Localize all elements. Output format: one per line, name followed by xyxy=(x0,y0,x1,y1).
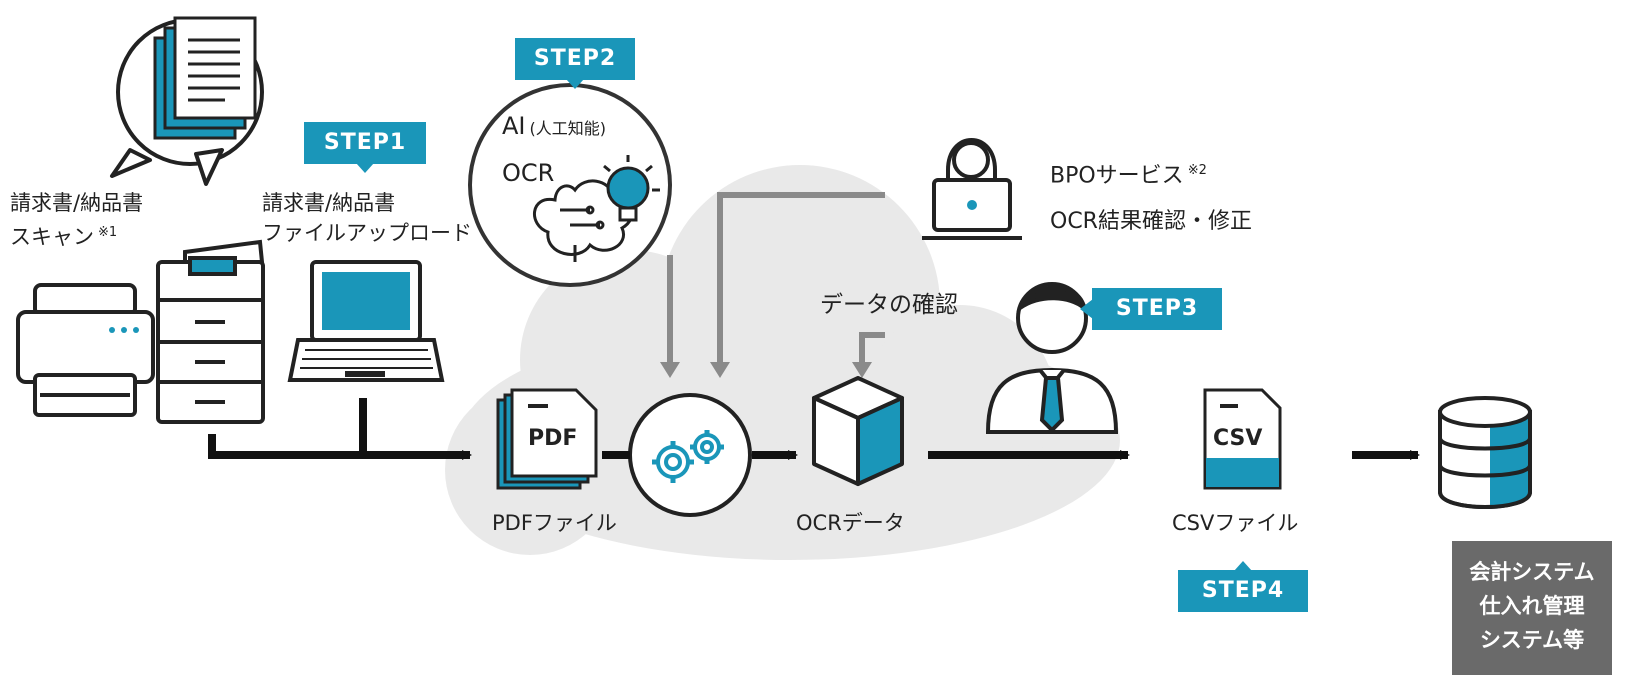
ai-ocr-label: AI(人工知能) OCR xyxy=(502,104,606,195)
printer-icon xyxy=(16,283,155,417)
upload-label-line2: ファイルアップロード xyxy=(262,221,472,245)
step3-badge: STEP3 xyxy=(1080,288,1222,330)
system-line2: 仕入れ管理 xyxy=(1479,594,1585,618)
upload-label: 請求書/納品書 ファイルアップロード xyxy=(262,188,472,248)
upload-label-line1: 請求書/納品書 xyxy=(262,191,396,215)
step2-badge: STEP2 xyxy=(515,38,635,89)
ai-brain-icon xyxy=(468,83,672,287)
ocr-label: OCR xyxy=(502,159,555,187)
document-stack-icon xyxy=(110,16,264,186)
step1-badge: STEP1 xyxy=(304,122,426,173)
csv-file-icon xyxy=(1203,388,1282,490)
data-check-label: データの確認 xyxy=(820,292,958,318)
ocr-data-label: OCRデータ xyxy=(796,511,905,535)
bpo-label: BPOサービス※2 OCR結果確認・修正 xyxy=(1050,148,1252,245)
system-line1: 会計システム xyxy=(1469,560,1595,584)
ai-label: AI xyxy=(502,112,526,140)
ocr-cube-icon xyxy=(812,376,904,486)
operator-laptop-icon xyxy=(922,138,1022,240)
laptop-icon xyxy=(287,260,445,382)
csv-icon-text: CSV xyxy=(1213,426,1263,451)
bpo-line1: BPOサービス xyxy=(1050,163,1184,189)
review-flow-arrows xyxy=(667,192,885,365)
scan-label: 請求書/納品書 スキャン ※1 xyxy=(10,188,143,252)
ai-sub-label: (人工知能) xyxy=(529,119,607,138)
checker-person-icon xyxy=(985,282,1119,434)
bpo-note: ※2 xyxy=(1187,163,1207,178)
accounting-system-box: 会計システム 仕入れ管理 システム等 xyxy=(1452,541,1612,675)
copier-icon xyxy=(156,239,265,424)
pdf-file-icon xyxy=(496,388,598,490)
review-arrow-heads xyxy=(660,362,872,378)
input-flow-lines xyxy=(208,398,472,460)
pdf-file-label: PDFファイル xyxy=(492,511,617,535)
csv-file-label: CSVファイル xyxy=(1172,511,1299,535)
cloud-background xyxy=(445,165,1120,560)
database-icon xyxy=(1438,396,1532,509)
bpo-line2: OCR結果確認・修正 xyxy=(1050,209,1252,235)
scan-label-line1: 請求書/納品書 xyxy=(10,191,144,215)
pdf-icon-text: PDF xyxy=(528,426,578,451)
scan-label-line2: スキャン xyxy=(10,225,94,249)
gears-icon xyxy=(628,393,752,517)
system-line3: システム等 xyxy=(1479,628,1585,652)
scan-note: ※1 xyxy=(98,225,118,240)
step4-badge: STEP4 xyxy=(1178,561,1308,612)
